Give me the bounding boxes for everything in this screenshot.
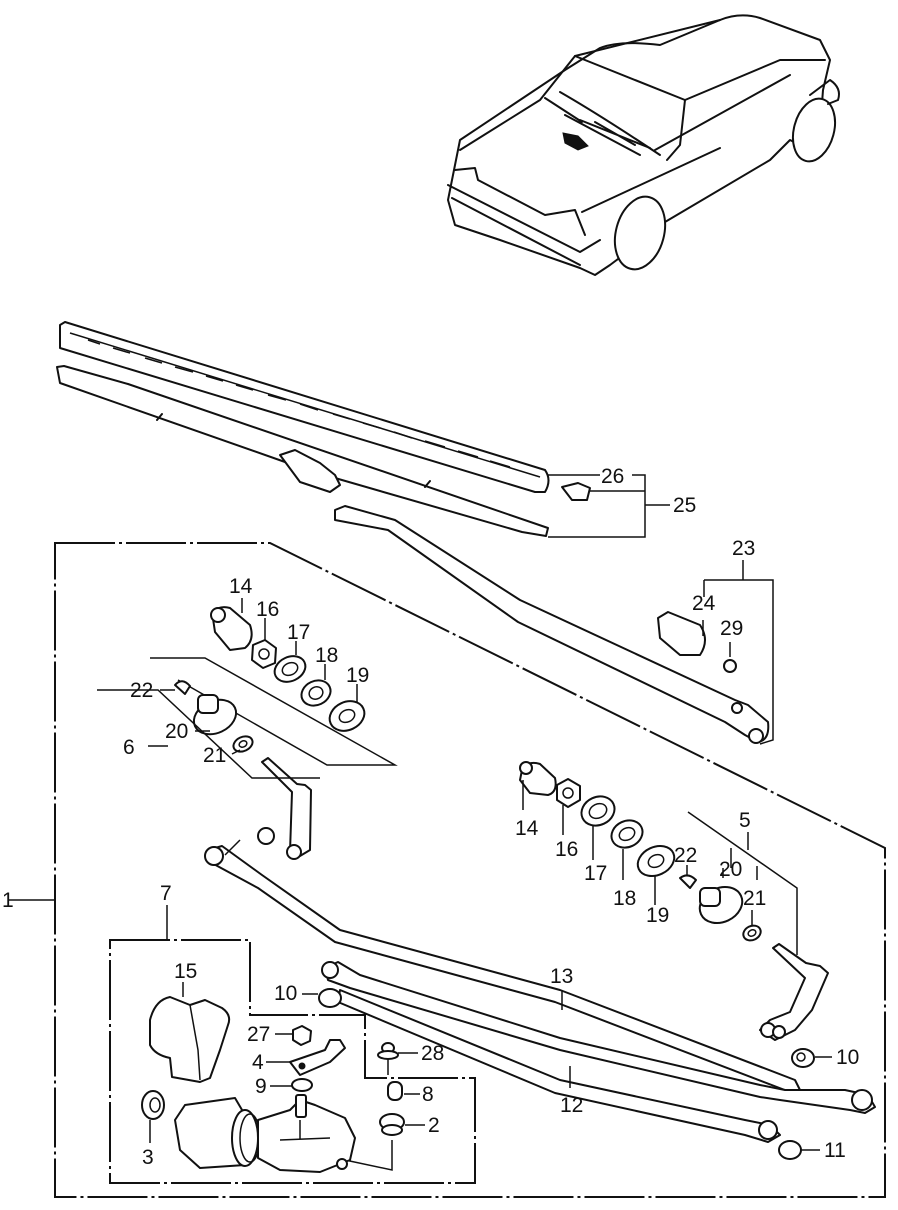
arm-nut	[723, 659, 737, 673]
callout-24: 24	[692, 592, 716, 615]
bolt-28	[377, 1042, 399, 1075]
callout-8: 8	[422, 1083, 434, 1106]
callout-16-right: 16	[555, 838, 578, 861]
linkage-assembly-boundary	[8, 542, 886, 1198]
crank-arm-4-hole	[298, 1062, 306, 1070]
callout-leaders-left-pivot	[150, 598, 398, 766]
callout-10-left: 10	[274, 982, 297, 1005]
callout-22-right: 22	[674, 844, 697, 867]
callout-7: 7	[160, 882, 172, 905]
callout-18-left: 18	[315, 644, 338, 667]
callout-22-left: 22	[130, 679, 153, 702]
left-pivot-subassembly	[174, 680, 312, 860]
nut-10-right	[791, 1048, 815, 1068]
washer-9	[291, 1078, 313, 1092]
arm-cap	[657, 611, 706, 656]
callout-leaders-6	[97, 689, 320, 779]
callout-23: 23	[732, 537, 755, 560]
wiper-arm	[334, 505, 770, 744]
callout-12: 12	[560, 1094, 583, 1117]
callout-27: 27	[247, 1023, 270, 1046]
grommet-2	[379, 1113, 405, 1136]
link-rod-13	[321, 961, 876, 1114]
nut-11	[778, 1140, 802, 1160]
left-pivot-hardware	[210, 606, 366, 732]
right-pivot-subassembly	[679, 874, 829, 1041]
wiper-blade-refill-strip	[59, 321, 550, 493]
callout-leaders-12-13	[561, 990, 571, 1088]
callout-3: 3	[142, 1146, 154, 1169]
callout-9: 9	[255, 1075, 267, 1098]
crank-arm-4	[289, 1039, 346, 1076]
callout-11: 11	[824, 1139, 846, 1162]
blade-clip	[561, 482, 591, 501]
callout-6: 6	[123, 736, 135, 759]
callout-1: 1	[2, 889, 14, 912]
callout-13: 13	[550, 965, 573, 988]
callout-16-left: 16	[256, 598, 279, 621]
callout-25: 25	[673, 494, 696, 517]
motor-assembly-boundary	[109, 905, 476, 1184]
callout-29: 29	[720, 617, 743, 640]
callout-5: 5	[739, 809, 751, 832]
collar-8	[387, 1081, 403, 1101]
callout-10-right: 10	[836, 1046, 859, 1069]
callout-leaders-right-pivot	[522, 780, 656, 905]
callout-19-left: 19	[346, 664, 369, 687]
callout-leaders-5	[686, 811, 798, 955]
callout-21-left: 21	[203, 744, 226, 767]
callout-20-left: 20	[165, 720, 188, 743]
motor-cover	[149, 996, 231, 1083]
callout-leaders-25-26	[548, 474, 670, 538]
callout-4: 4	[252, 1051, 264, 1074]
callout-28: 28	[421, 1042, 444, 1065]
wiper-motor	[174, 1094, 356, 1173]
callout-2: 2	[428, 1114, 440, 1137]
car-locator-illustration	[447, 14, 840, 276]
callout-leaders-23-24-29	[702, 560, 774, 745]
callout-18-right: 18	[613, 887, 636, 910]
callout-17-right: 17	[584, 862, 607, 885]
callout-14-left: 14	[229, 575, 253, 598]
callout-15: 15	[174, 960, 197, 983]
grommet-3	[141, 1090, 165, 1120]
callout-14-right: 14	[515, 817, 539, 840]
callout-20-right: 20	[719, 858, 742, 881]
callout-leader-2	[344, 1124, 425, 1171]
right-pivot-hardware	[519, 761, 676, 878]
link-rod-12	[337, 989, 781, 1143]
callout-19-right: 19	[646, 904, 669, 927]
callout-21-right: 21	[743, 887, 766, 910]
callout-26: 26	[601, 465, 624, 488]
nut-27	[292, 1025, 312, 1046]
cap-10-left	[318, 988, 342, 1008]
callout-17-left: 17	[287, 621, 310, 644]
nut-10-right-hole	[796, 1052, 806, 1062]
link-rod-main	[204, 827, 801, 1093]
wiper-blade	[56, 365, 549, 537]
